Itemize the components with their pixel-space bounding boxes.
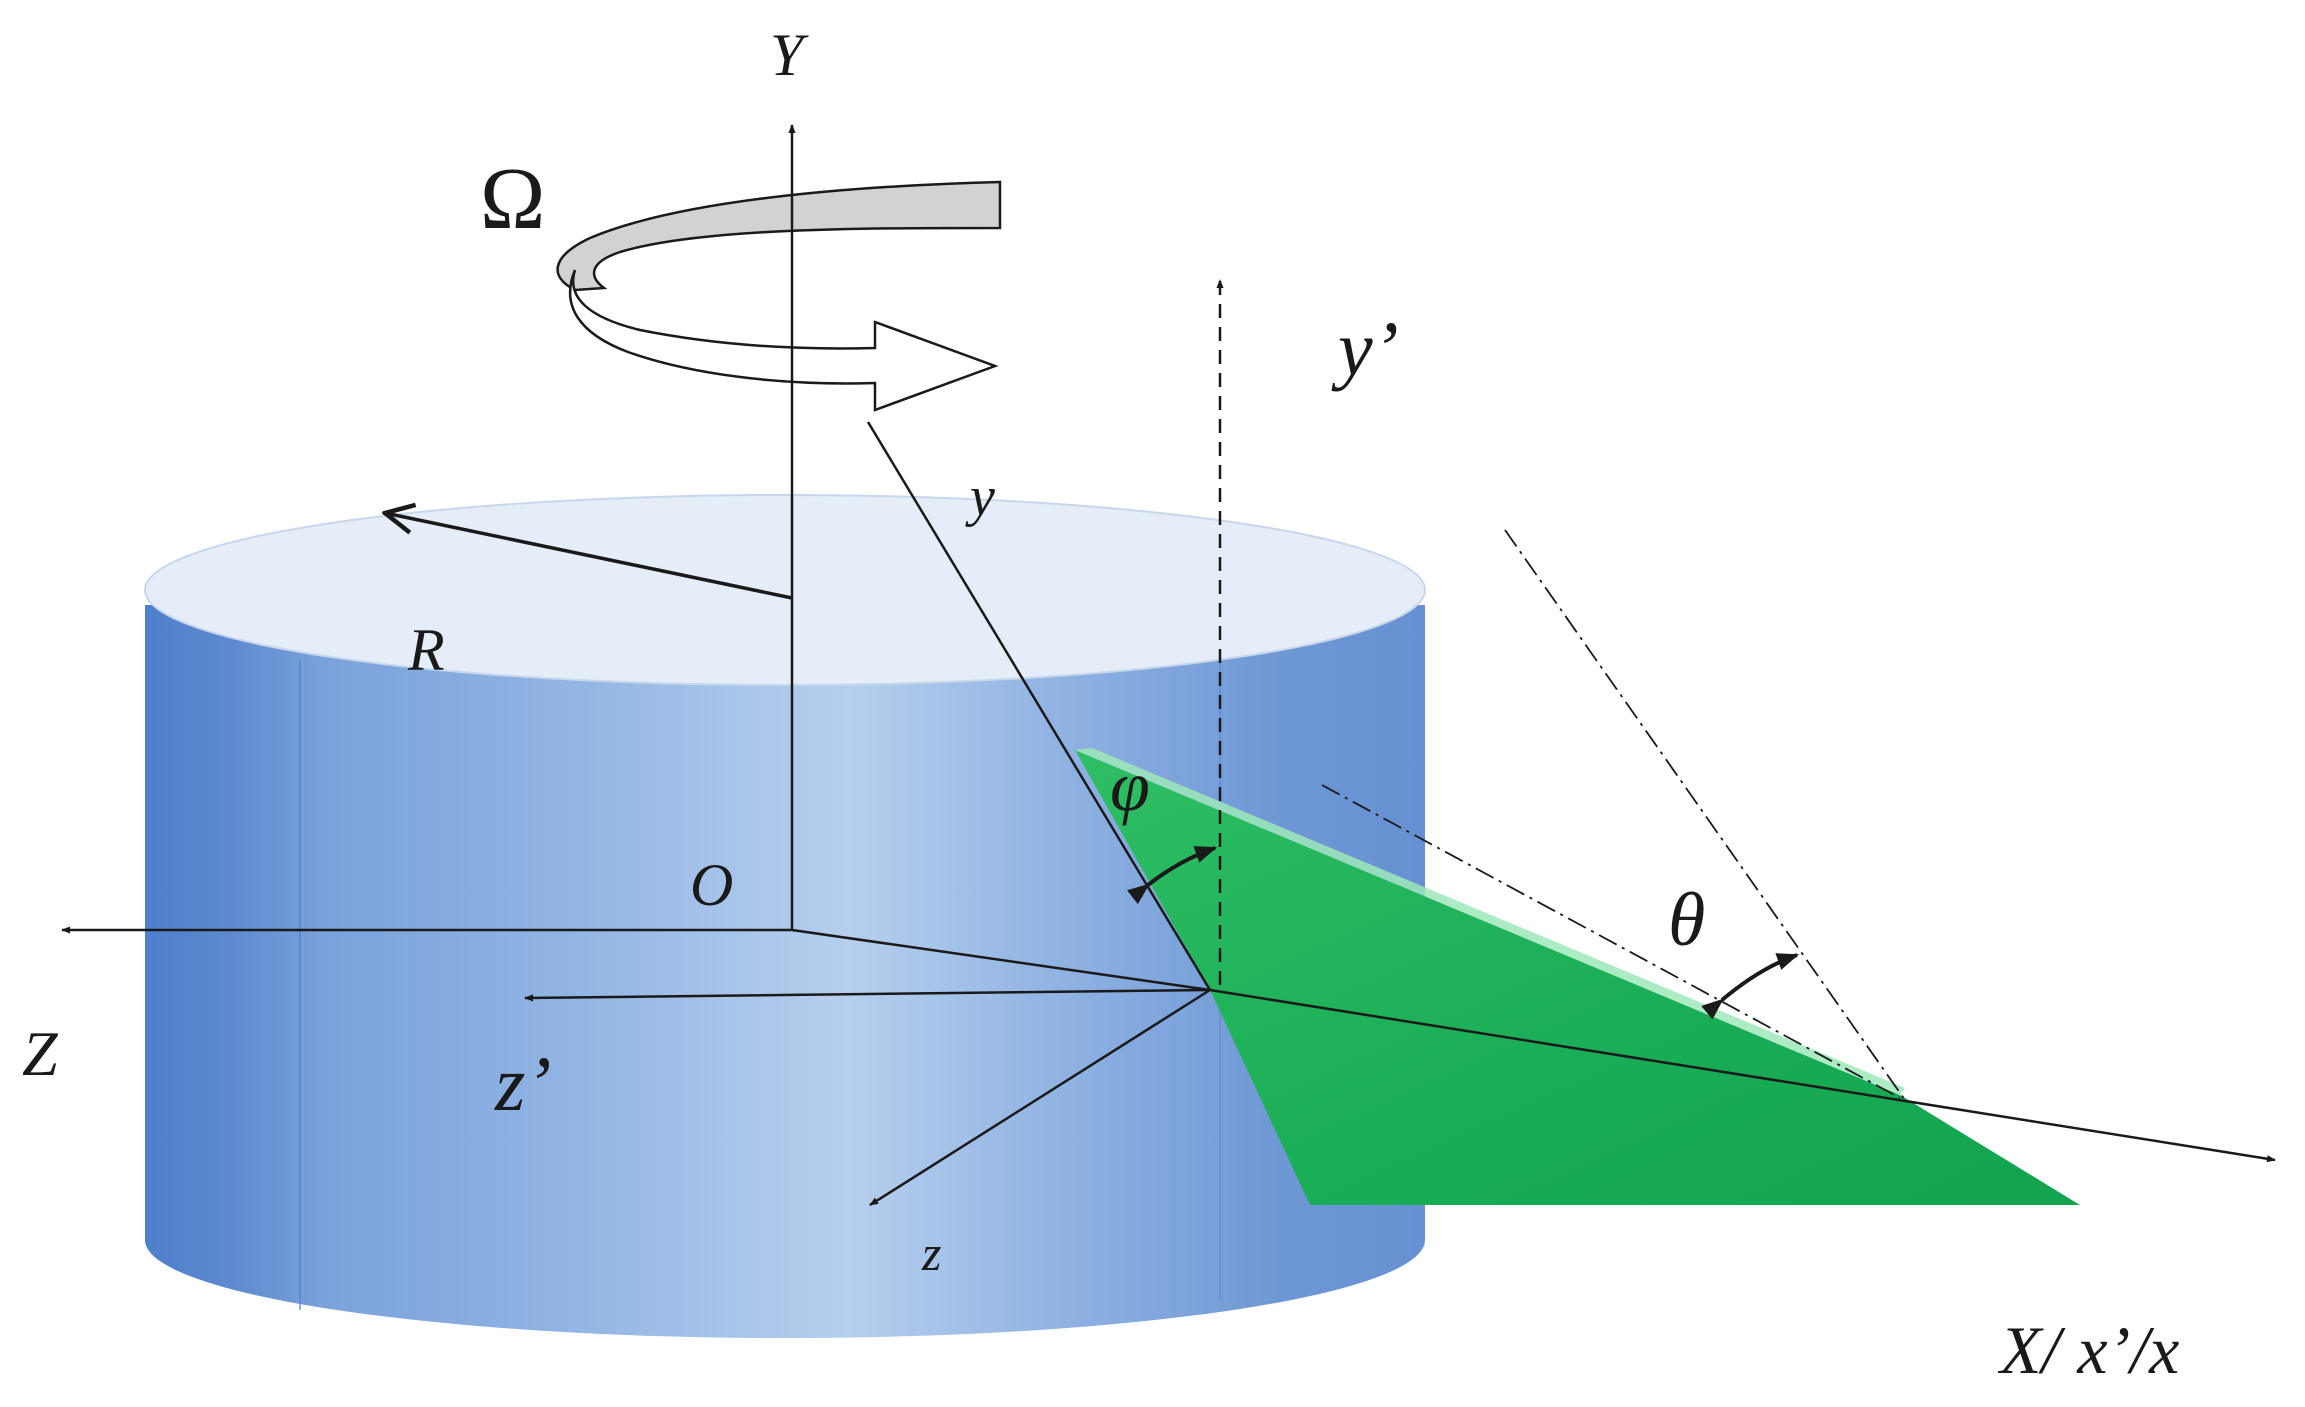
labels: Y Ω y’ y R φ O θ Z z’ z X/ x’/x — [22, 22, 2179, 1388]
rotation-arrow-gray-band — [556, 180, 1002, 292]
label-R: R — [407, 617, 445, 683]
z-axis — [869, 988, 1211, 1207]
X-axis — [1209, 988, 2276, 1163]
label-y-prime: y’ — [1331, 305, 1399, 392]
rotation-arrow — [556, 180, 1002, 412]
axes — [61, 124, 2276, 1207]
label-Z: Z — [22, 1018, 59, 1089]
label-phi: φ — [1110, 746, 1150, 826]
cylinder-top — [144, 494, 1426, 686]
rotation-arrow-white-head — [568, 269, 999, 412]
theta-reference-line-1 — [1321, 784, 1901, 1099]
z-prime-axis — [524, 988, 1211, 1002]
R-radius-arrow — [385, 513, 793, 600]
theta-angle-arc — [1701, 953, 1800, 1020]
label-X-axis: X/ x’/x — [1997, 1312, 2179, 1388]
label-Y: Y — [770, 22, 809, 88]
label-z-prime: z’ — [494, 1040, 551, 1127]
blade — [1075, 748, 2080, 1205]
blade-face — [1075, 750, 2080, 1205]
theta-reference-line-2 — [1504, 529, 1906, 1101]
blade-edge — [1075, 748, 1905, 1095]
label-O: O — [690, 852, 733, 918]
O-to-hub-line — [791, 928, 1211, 992]
label-y: y — [965, 466, 995, 528]
label-z: z — [921, 1225, 941, 1281]
label-omega: Ω — [480, 151, 545, 248]
label-theta: θ — [1668, 878, 1705, 962]
phi-angle-arc — [1126, 846, 1218, 905]
